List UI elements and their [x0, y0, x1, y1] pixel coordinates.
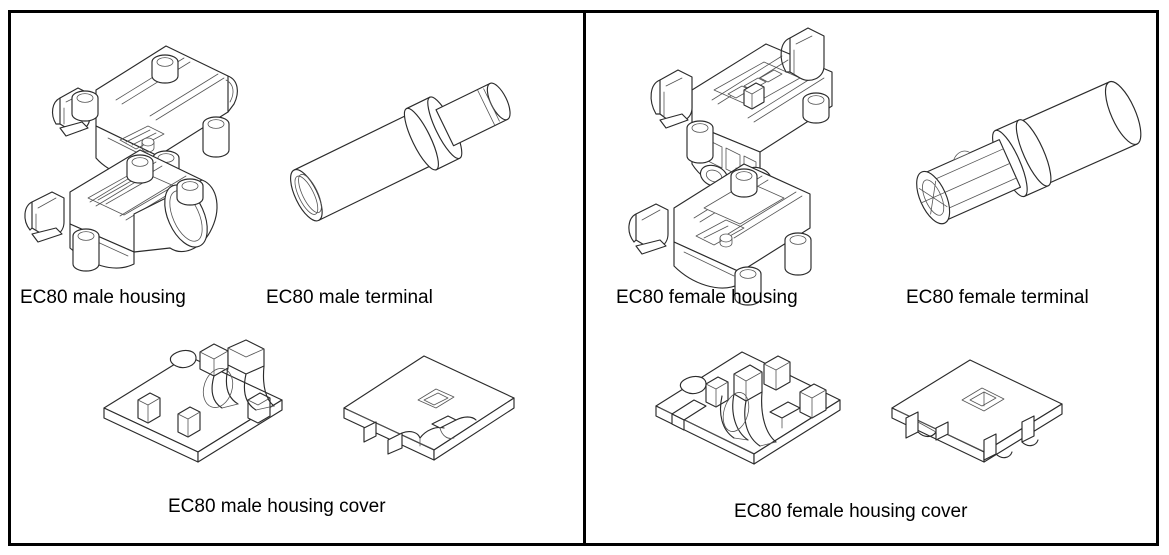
female-housing-lower-body — [628, 163, 812, 306]
figure-male-housing — [24, 32, 248, 272]
label-male-terminal: EC80 male terminal — [266, 287, 433, 308]
female-cover-top-view — [891, 359, 1063, 463]
label-male-housing-cover: EC80 male housing cover — [168, 496, 386, 517]
figure-male-housing-cover-plate — [336, 350, 531, 470]
male-housing-lower-body — [24, 149, 218, 272]
male-terminal-body — [290, 82, 511, 222]
label-female-housing: EC80 female housing — [616, 287, 798, 308]
panel-male: EC80 male housing EC80 male terminal — [8, 10, 586, 546]
male-housing-upper-body — [51, 45, 238, 190]
female-terminal-body — [916, 80, 1142, 225]
male-cover-underside-view — [103, 339, 283, 463]
figure-male-housing-cover-top — [96, 338, 306, 473]
figure-female-housing-cover-top — [648, 338, 863, 478]
label-male-housing: EC80 male housing — [20, 287, 186, 308]
figure-male-terminal — [273, 72, 533, 222]
figure-female-terminal — [886, 80, 1151, 242]
female-cover-underside-view — [655, 351, 841, 465]
figure-female-housing-cover-plate — [884, 356, 1079, 476]
label-female-terminal: EC80 female terminal — [906, 287, 1089, 308]
panel-female: EC80 female housing EC80 female terminal — [586, 10, 1159, 546]
figure-female-housing — [628, 27, 863, 306]
panel-divider — [583, 10, 586, 546]
male-cover-top-view — [343, 355, 515, 461]
label-female-housing-cover: EC80 female housing cover — [734, 501, 968, 522]
